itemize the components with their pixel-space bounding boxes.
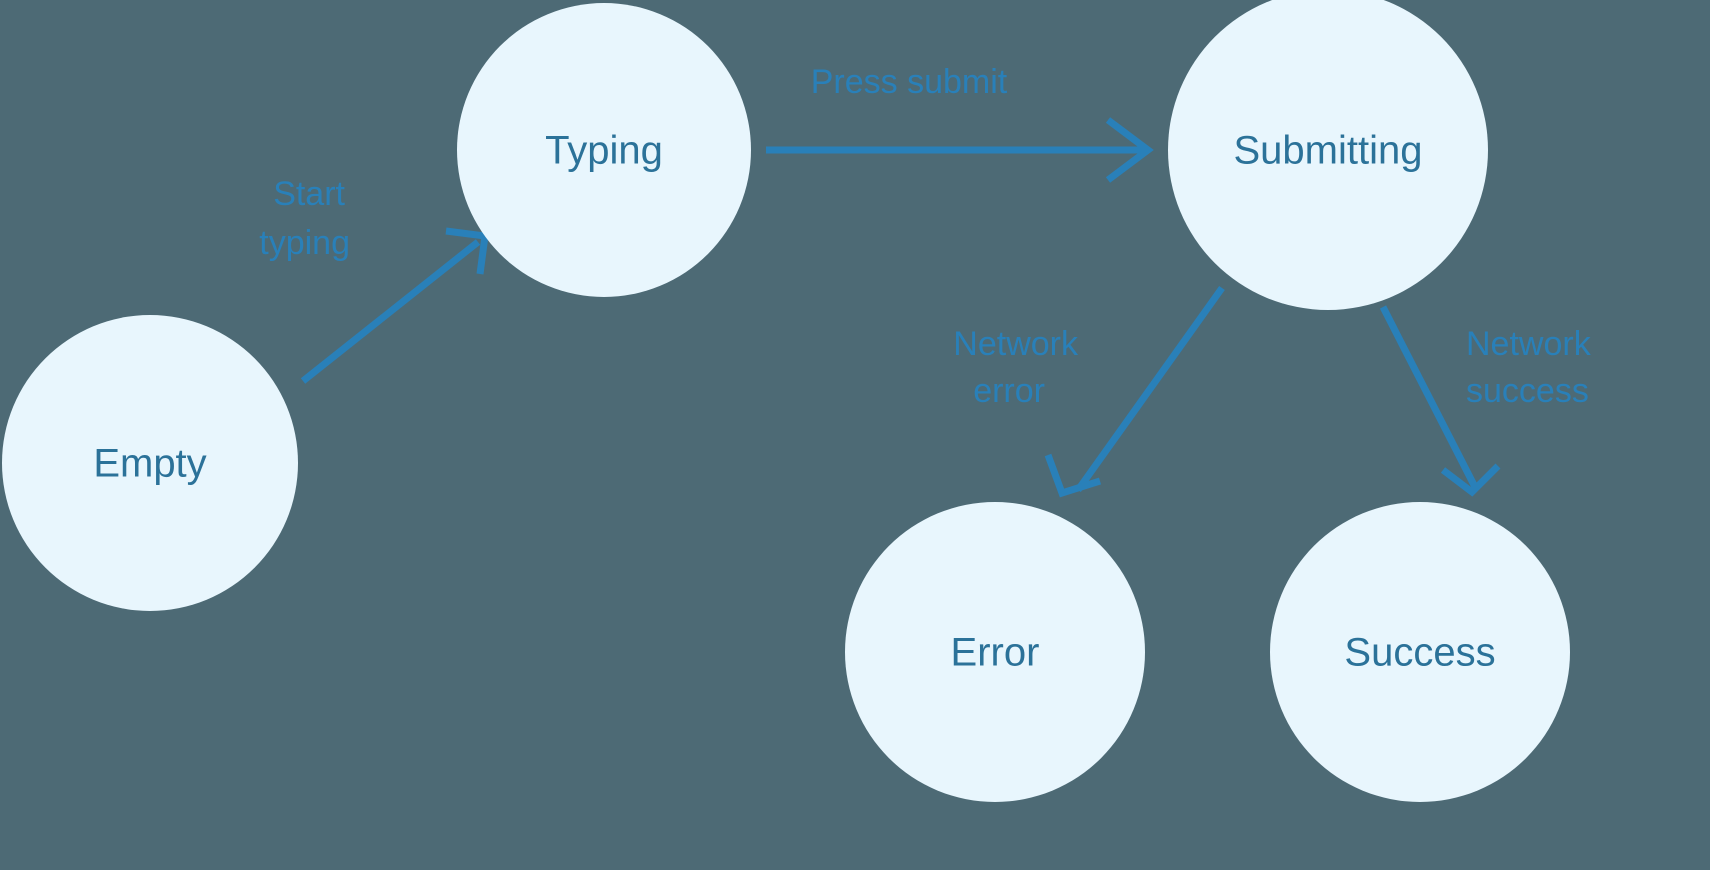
edge-press-submit-label-line1: Press submit xyxy=(811,63,1008,101)
node-error-circle xyxy=(845,502,1145,802)
edge-press-submit[interactable]: Press submit xyxy=(766,63,1154,183)
node-success[interactable]: Success xyxy=(1270,502,1570,802)
edge-network-success-label-line1: Network xyxy=(1466,325,1592,363)
node-empty-label: Empty xyxy=(93,442,206,486)
node-submitting-circle xyxy=(1168,0,1488,310)
edge-network-success-arrowhead xyxy=(1440,463,1501,497)
edge-network-success-line xyxy=(1379,305,1479,489)
edge-start-typing-label-line2: typing xyxy=(259,224,350,262)
edge-network-error-line xyxy=(1075,285,1225,493)
node-empty-circle xyxy=(2,315,298,611)
node-error[interactable]: Error xyxy=(845,502,1145,802)
node-submitting[interactable]: Submitting xyxy=(1168,0,1488,310)
node-typing-circle xyxy=(457,3,751,297)
node-error-label: Error xyxy=(951,631,1040,675)
edge-press-submit-arrowhead xyxy=(1105,117,1154,183)
node-success-label: Success xyxy=(1344,631,1495,675)
edge-network-success-label-line2: success xyxy=(1466,372,1589,410)
node-empty[interactable]: Empty xyxy=(2,315,298,611)
edge-start-typing-label-line1: Start xyxy=(273,175,345,213)
edge-network-error[interactable]: Network error xyxy=(953,285,1225,498)
edge-network-error-label-line2: error xyxy=(973,372,1045,410)
node-typing-label: Typing xyxy=(545,129,663,173)
edge-network-error-arrowhead xyxy=(1044,453,1102,498)
edge-start-typing-line xyxy=(300,239,481,384)
edge-start-typing[interactable]: Start typing xyxy=(259,175,489,384)
node-submitting-label: Submitting xyxy=(1234,129,1423,173)
edge-network-error-label-line1: Network xyxy=(953,325,1079,363)
edge-network-success[interactable]: Network success xyxy=(1379,305,1592,497)
node-typing[interactable]: Typing xyxy=(457,3,751,297)
node-success-circle xyxy=(1270,502,1570,802)
